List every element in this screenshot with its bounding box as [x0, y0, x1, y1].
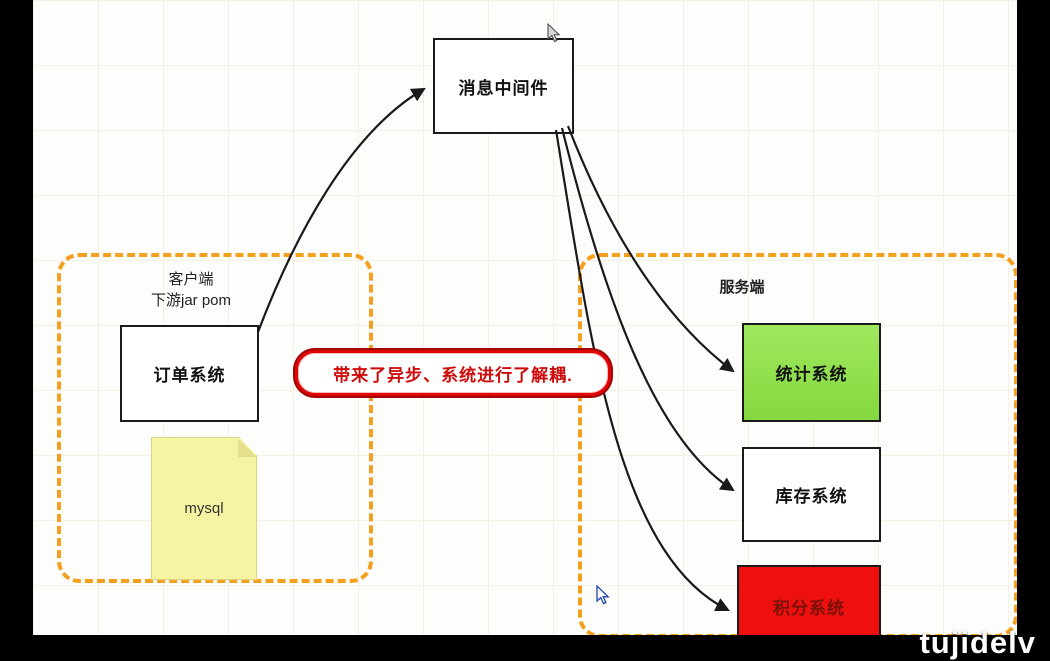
server-group-title: 服务端	[719, 279, 765, 296]
node-inventory-system: 库存系统	[742, 447, 881, 542]
node-order-system: 订单系统	[120, 325, 259, 422]
sticky-note-label: mysql	[184, 500, 224, 517]
node-message-middleware: 消息中间件	[433, 38, 574, 134]
watermark-text: tujidelv	[919, 625, 1036, 660]
sticky-note-mysql: mysql	[151, 437, 257, 580]
client-group: 客户端 下游jar pom	[57, 253, 373, 583]
node-stats-system: 统计系统	[742, 323, 881, 422]
letterbox-bottom	[0, 635, 1050, 661]
letterbox-left	[0, 0, 33, 661]
annotation-callout: 带来了异步、系统进行了解耦.	[295, 350, 611, 396]
client-group-title: 客户端	[168, 271, 214, 288]
client-group-label: 客户端 下游jar pom	[116, 269, 266, 311]
client-group-subtitle: 下游jar pom	[150, 292, 232, 309]
annotation-text: 带来了异步、系统进行了解耦.	[333, 365, 573, 385]
letterbox-right	[1017, 0, 1050, 661]
